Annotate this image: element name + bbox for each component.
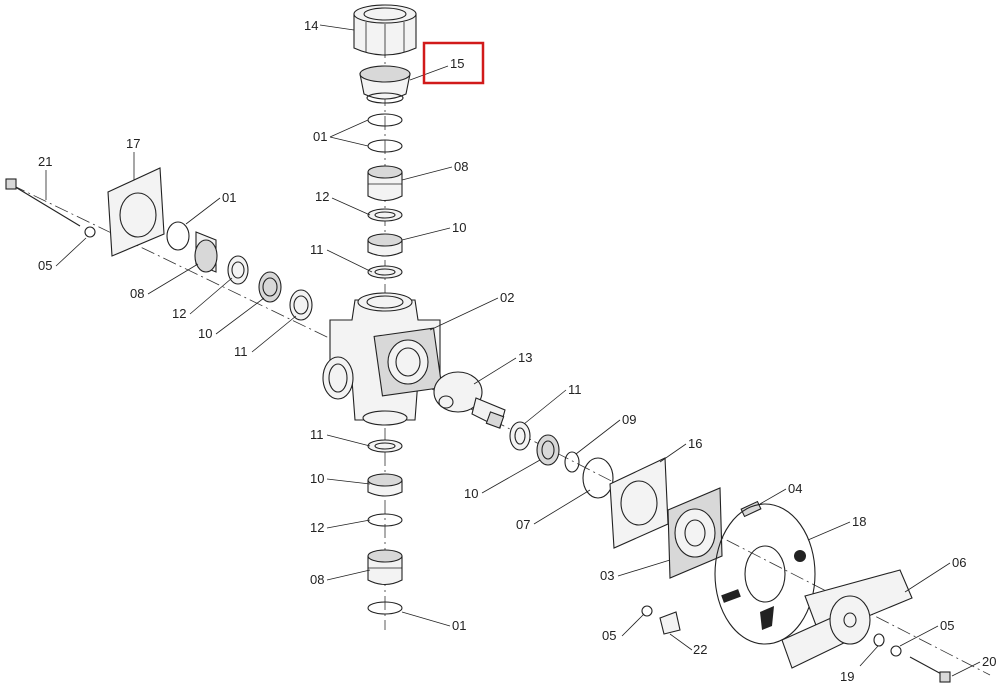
svg-text:19: 19 <box>840 669 854 684</box>
stem-seals-right <box>509 421 614 499</box>
valve-body-part-02 <box>322 292 443 426</box>
highlight-box <box>422 41 485 85</box>
callout-11-top: 11 <box>310 242 373 273</box>
callout-12-top: 12 <box>315 189 371 216</box>
callout-19: 19 <box>840 645 879 684</box>
svg-text:01: 01 <box>222 190 236 205</box>
svg-text:10: 10 <box>310 471 324 486</box>
callout-10-left: 10 <box>198 297 265 341</box>
svg-text:05: 05 <box>38 258 52 273</box>
svg-text:15: 15 <box>450 56 464 71</box>
svg-text:11: 11 <box>568 382 582 397</box>
svg-text:11: 11 <box>310 242 324 257</box>
callout-10-top: 10 <box>401 220 466 241</box>
callout-04: 04 <box>759 481 802 505</box>
callout-05-low: 05 <box>602 613 645 643</box>
svg-text:11: 11 <box>234 344 248 359</box>
svg-text:10: 10 <box>452 220 466 235</box>
svg-text:14: 14 <box>304 18 318 33</box>
left-part-stack <box>5 167 313 321</box>
svg-text:18: 18 <box>852 514 866 529</box>
svg-text:17: 17 <box>126 136 140 151</box>
svg-text:10: 10 <box>464 486 478 501</box>
callout-10-right: 10 <box>464 459 541 501</box>
callout-11-low: 11 <box>310 427 371 447</box>
svg-text:12: 12 <box>315 189 329 204</box>
callout-01-left: 01 <box>185 190 236 225</box>
callout-20: 20 <box>951 654 996 677</box>
small-fasteners <box>641 605 951 683</box>
callout-07: 07 <box>516 489 591 532</box>
callout-14: 14 <box>304 18 355 33</box>
svg-text:08: 08 <box>454 159 468 174</box>
callout-11-right: 11 <box>523 382 582 425</box>
callouts: 14 15 01 08 12 10 11 02 13 11 09 11 10 1… <box>38 18 996 684</box>
callout-13: 13 <box>473 350 532 385</box>
callout-16: 16 <box>659 436 702 463</box>
upper-part-stack <box>367 113 403 279</box>
svg-text:13: 13 <box>518 350 532 365</box>
center-lines <box>11 20 991 676</box>
svg-text:02: 02 <box>500 290 514 305</box>
svg-text:10: 10 <box>198 326 212 341</box>
callout-21: 21 <box>38 154 52 200</box>
ball-stem-part-13 <box>433 371 506 429</box>
svg-text:08: 08 <box>310 572 324 587</box>
callout-01-low: 01 <box>401 611 466 633</box>
svg-text:12: 12 <box>310 520 324 535</box>
svg-text:11: 11 <box>310 427 324 442</box>
svg-text:09: 09 <box>622 412 636 427</box>
svg-text:01: 01 <box>313 129 327 144</box>
flange-plates <box>609 457 762 579</box>
end-cap-part-15 <box>359 65 411 104</box>
svg-text:01: 01 <box>452 618 466 633</box>
callout-10-low: 10 <box>310 471 371 486</box>
svg-text:20: 20 <box>982 654 996 669</box>
callout-03: 03 <box>600 559 671 583</box>
callout-05-right: 05 <box>899 618 954 647</box>
callout-08-top: 08 <box>401 159 468 181</box>
indicator-disc-part-18 <box>714 503 816 645</box>
svg-text:12: 12 <box>172 306 186 321</box>
callout-05-left: 05 <box>38 237 87 273</box>
callout-09: 09 <box>575 412 636 455</box>
callout-06: 06 <box>904 555 966 593</box>
union-nut-part-14 <box>353 4 417 56</box>
callout-08-low: 08 <box>310 569 371 587</box>
svg-text:03: 03 <box>600 568 614 583</box>
lower-part-stack <box>367 439 403 615</box>
handle-part-06 <box>781 569 913 669</box>
callout-12-left: 12 <box>172 277 233 321</box>
callout-12-low: 12 <box>310 519 371 535</box>
svg-text:07: 07 <box>516 517 530 532</box>
svg-text:04: 04 <box>788 481 802 496</box>
callout-08-left: 08 <box>130 263 199 301</box>
svg-text:05: 05 <box>940 618 954 633</box>
callout-15: 15 <box>409 56 464 81</box>
svg-text:22: 22 <box>693 642 707 657</box>
callout-22: 22 <box>669 633 707 657</box>
svg-text:21: 21 <box>38 154 52 169</box>
callout-18: 18 <box>807 514 866 541</box>
callout-11-left: 11 <box>234 315 297 359</box>
callout-17: 17 <box>126 136 140 180</box>
svg-text:05: 05 <box>602 628 616 643</box>
svg-text:08: 08 <box>130 286 144 301</box>
callout-01-top: 01 <box>313 119 369 147</box>
callout-02: 02 <box>429 290 514 331</box>
svg-text:06: 06 <box>952 555 966 570</box>
svg-text:16: 16 <box>688 436 702 451</box>
